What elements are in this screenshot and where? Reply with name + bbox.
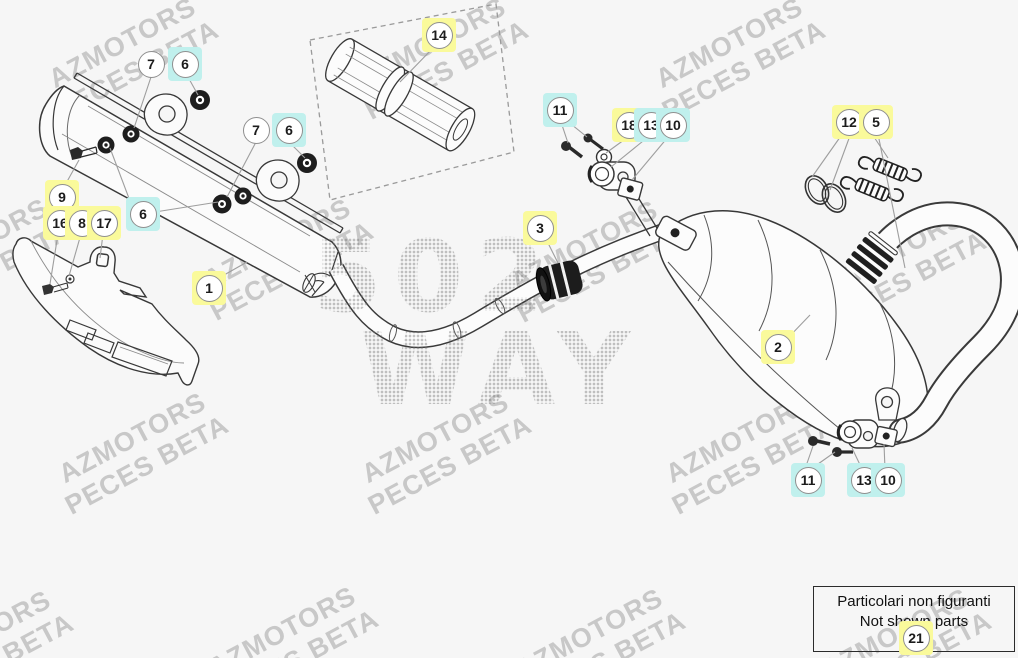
- callout-6-bubble[interactable]: 6: [171, 50, 199, 78]
- callout-21-bubble[interactable]: 21: [902, 624, 930, 652]
- callout-6-bubble[interactable]: 6: [275, 116, 303, 144]
- callout-10: 10: [871, 463, 905, 497]
- bolt-9: [70, 146, 98, 160]
- part-heat-shield: [12, 237, 200, 386]
- callout-7: 7: [134, 47, 168, 81]
- halftone-line2: WAY: [360, 311, 643, 428]
- callout-6: 6: [126, 197, 160, 231]
- callout-12-bubble[interactable]: 12: [835, 108, 863, 136]
- callout-17-bubble[interactable]: 17: [90, 209, 118, 237]
- callout-11: 11: [543, 93, 577, 127]
- callout-10: 10: [656, 108, 690, 142]
- screw-16: [42, 282, 69, 295]
- callout-10-bubble[interactable]: 10: [659, 111, 687, 139]
- callout-10-bubble[interactable]: 10: [874, 466, 902, 494]
- halftone-line1: 502: [312, 218, 557, 335]
- callout-6: 6: [168, 47, 202, 81]
- callout-2-bubble[interactable]: 2: [764, 333, 792, 361]
- callout-14: 14: [422, 18, 456, 52]
- part-silencer: [38, 72, 344, 298]
- callout-1: 1: [192, 271, 226, 305]
- callout-14-bubble[interactable]: 14: [425, 21, 453, 49]
- callout-11-bubble[interactable]: 11: [794, 466, 822, 494]
- lower-mount-group: [808, 419, 898, 457]
- center-halftone-watermark: 502 WAY: [312, 230, 642, 416]
- callout-17: 17: [87, 206, 121, 240]
- callout-11: 11: [791, 463, 825, 497]
- callout-7-bubble[interactable]: 7: [137, 50, 165, 78]
- callout-3: 3: [523, 211, 557, 245]
- callout-3-bubble[interactable]: 3: [526, 214, 554, 242]
- callout-2: 2: [761, 330, 795, 364]
- callout-11-bubble[interactable]: 11: [546, 96, 574, 124]
- callout-21: 21: [899, 621, 933, 655]
- silencer-grommets: [70, 90, 317, 214]
- part-packing-cylinder: [325, 38, 476, 152]
- part-mid-pipe: [328, 224, 665, 349]
- part-gasket-3: [535, 260, 583, 302]
- callout-5-bubble[interactable]: 5: [862, 108, 890, 136]
- part-orings: [804, 175, 847, 213]
- callout-7: 7: [239, 113, 273, 147]
- callout-6: 6: [272, 113, 306, 147]
- note-box-line1: Particolari non figuranti: [837, 593, 991, 610]
- part-header-pipe: [845, 201, 1018, 444]
- callout-6-bubble[interactable]: 6: [129, 200, 157, 228]
- callout-5: 5: [859, 105, 893, 139]
- callout-7-bubble[interactable]: 7: [242, 116, 270, 144]
- part-springs: [839, 156, 922, 202]
- packing-dashed-box: [309, 3, 515, 201]
- callout-1-bubble[interactable]: 1: [195, 274, 223, 302]
